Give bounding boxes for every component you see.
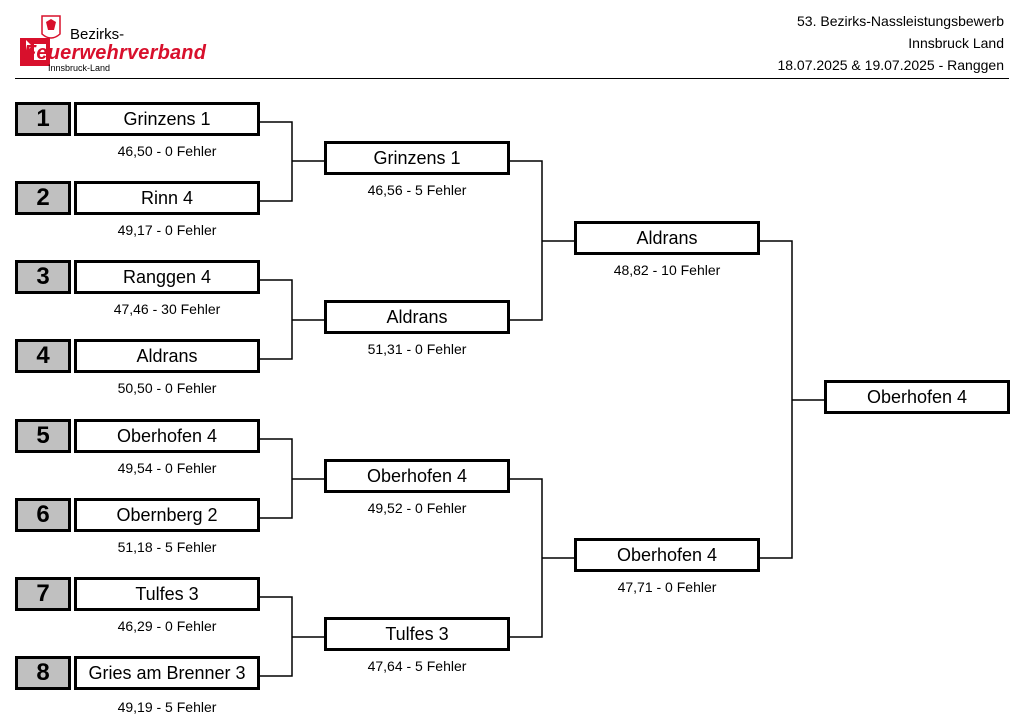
- team-box: Grinzens 1: [324, 141, 510, 175]
- seed-number: 6: [15, 498, 71, 532]
- team-box: Gries am Brenner 3: [74, 656, 260, 690]
- team-box: Tulfes 3: [324, 617, 510, 651]
- team-result: 47,46 - 30 Fehler: [113, 301, 221, 317]
- federation-emblem-icon: [20, 15, 61, 66]
- team-result: 51,18 - 5 Fehler: [117, 539, 217, 555]
- logo-text-line2: Feuerwehrverband: [24, 42, 207, 64]
- team-result: 46,50 - 0 Fehler: [117, 143, 217, 159]
- seed-number: 3: [15, 260, 71, 294]
- logo-text-line1: Bezirks-: [70, 26, 125, 43]
- team-box: Aldrans: [574, 221, 760, 255]
- team-result: 49,52 - 0 Fehler: [367, 500, 467, 516]
- team-result: 46,29 - 0 Fehler: [117, 618, 217, 634]
- team-result: 50,50 - 0 Fehler: [117, 380, 217, 396]
- seed-number: 1: [15, 102, 71, 136]
- team-box: Aldrans: [324, 300, 510, 334]
- team-box: Obernberg 2: [74, 498, 260, 532]
- team-result: 51,31 - 0 Fehler: [367, 341, 467, 357]
- team-result: 47,64 - 5 Fehler: [367, 658, 467, 674]
- header-divider: [15, 78, 1009, 79]
- seed-number: 7: [15, 577, 71, 611]
- team-box: Oberhofen 4: [824, 380, 1010, 414]
- team-result: 46,56 - 5 Fehler: [367, 182, 467, 198]
- seed-number: 4: [15, 339, 71, 373]
- seed-number: 5: [15, 419, 71, 453]
- team-result: 49,17 - 0 Fehler: [117, 222, 217, 238]
- team-box: Tulfes 3: [74, 577, 260, 611]
- event-info: 53. Bezirks-Nassleistungsbewerb Innsbruc…: [777, 10, 1004, 76]
- team-box: Ranggen 4: [74, 260, 260, 294]
- team-box: Oberhofen 4: [324, 459, 510, 493]
- team-box: Rinn 4: [74, 181, 260, 215]
- event-region: Innsbruck Land: [908, 35, 1004, 51]
- team-box: Oberhofen 4: [74, 419, 260, 453]
- seed-number: 2: [15, 181, 71, 215]
- team-box: Oberhofen 4: [574, 538, 760, 572]
- team-result: 48,82 - 10 Fehler: [613, 262, 721, 278]
- team-result: 49,54 - 0 Fehler: [117, 460, 217, 476]
- federation-logo: Bezirks- Feuerwehrverband Innsbruck-Land: [16, 14, 246, 74]
- logo-text-line3: Innsbruck-Land: [48, 63, 111, 73]
- team-result: 47,71 - 0 Fehler: [617, 579, 717, 595]
- event-title: 53. Bezirks-Nassleistungsbewerb: [797, 13, 1004, 29]
- team-box: Aldrans: [74, 339, 260, 373]
- seed-number: 8: [15, 656, 71, 690]
- event-date-place: 18.07.2025 & 19.07.2025 - Ranggen: [777, 57, 1004, 73]
- team-box: Grinzens 1: [74, 102, 260, 136]
- team-result: 49,19 - 5 Fehler: [117, 699, 217, 715]
